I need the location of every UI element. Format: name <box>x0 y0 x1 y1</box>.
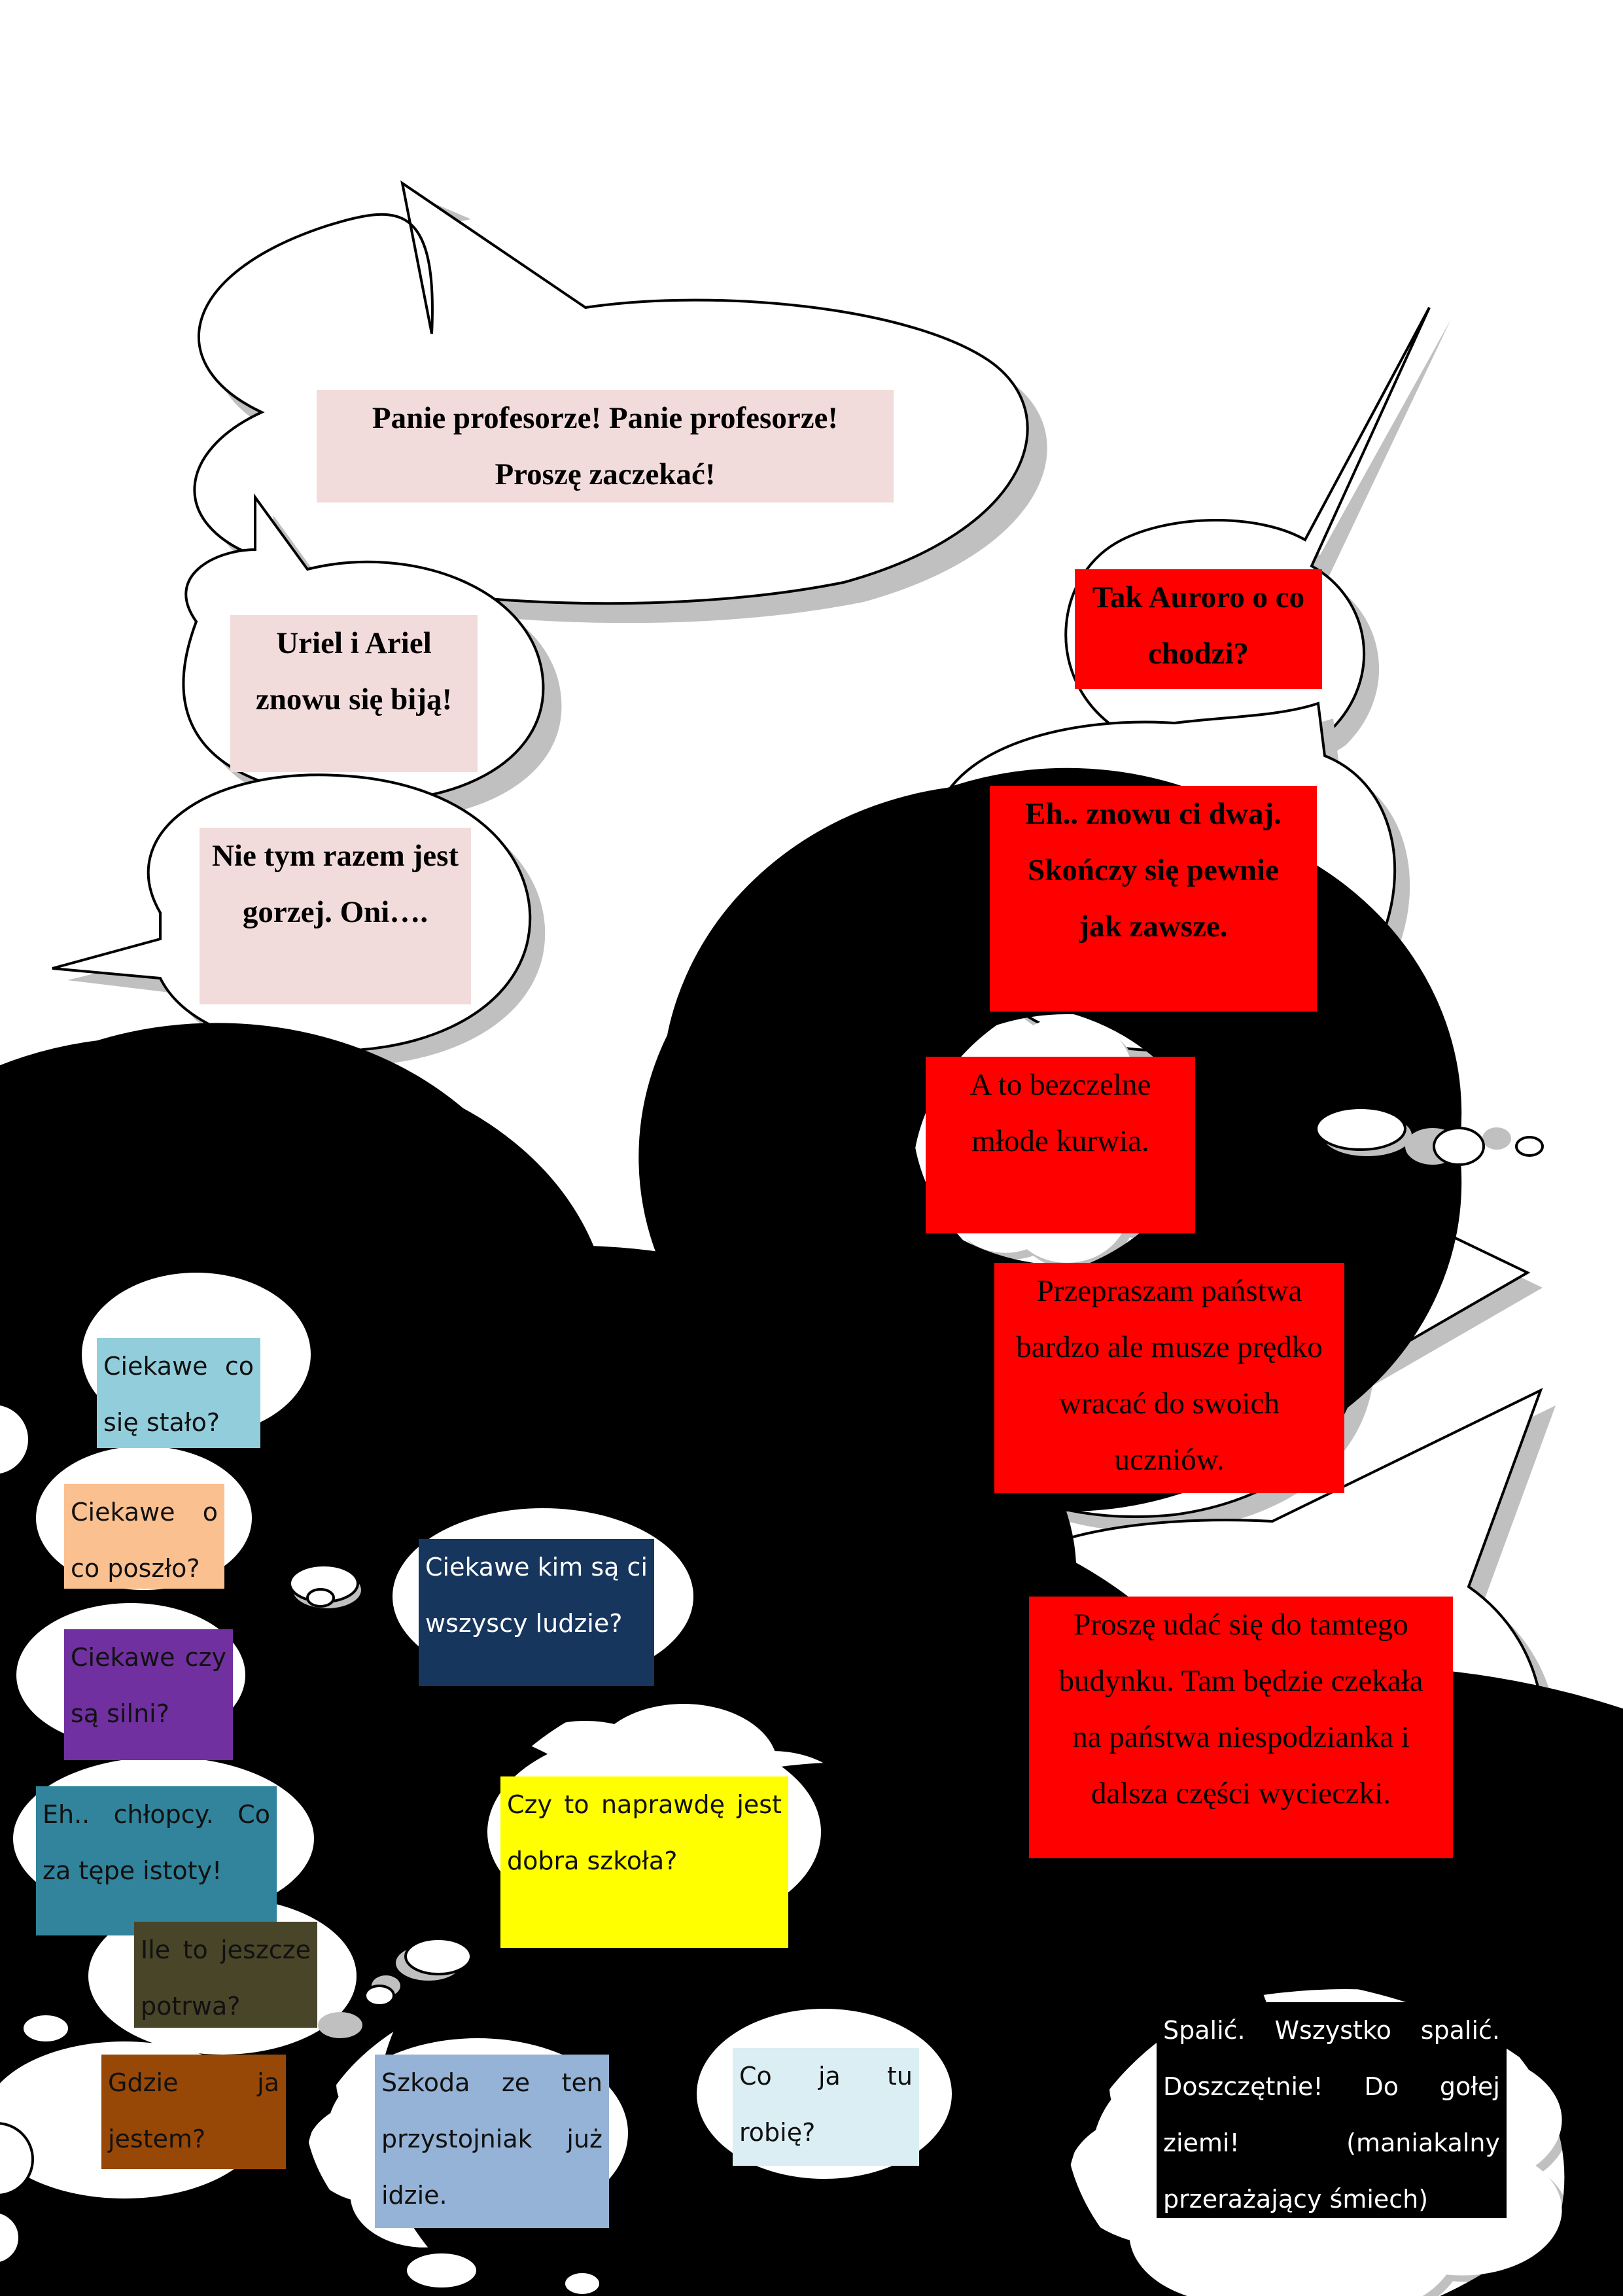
thought-line: co poszło? <box>71 1554 200 1583</box>
speech-text-bezczelne: A to bezczelne młode kurwia. <box>926 1057 1195 1233</box>
speech-line: Proszę zaczekać! <box>495 457 716 491</box>
speech-text-uriel-ariel: Uriel i Ariel znowu się biją! <box>230 615 478 772</box>
speech-line: Proszę udać się do tamtego <box>1073 1608 1408 1642</box>
thought-line: Doszczętnie! Do gołej <box>1163 2072 1500 2101</box>
speech-text-nie-tym-razem: Nie tym razem jest gorzej. Oni…. <box>200 828 471 1004</box>
thought-line: się stało? <box>103 1408 220 1437</box>
speech-line: Nie tym razem jest <box>211 839 459 873</box>
thought-text-ciekawe-kim: Ciekawe kim są ci wszyscy ludzie? <box>419 1539 654 1686</box>
speech-line: Tak Auroro o co <box>1092 580 1305 614</box>
thought-text-ile-to-jeszcze: Ile to jeszcze potrwa? <box>134 1922 317 2028</box>
thought-line: Szkoda ze ten <box>381 2068 602 2097</box>
speech-line: budynku. Tam będzie czekała <box>1058 1664 1423 1698</box>
speech-line: A to bezczelne <box>969 1068 1151 1102</box>
thought-line: Czy to naprawdę jest <box>507 1790 782 1819</box>
thought-line: Spalić. Wszystko spalić. <box>1163 2016 1500 2045</box>
speech-line: wracać do swoich <box>1059 1386 1280 1421</box>
thought-text-eh-chlopcy: Eh.. chłopcy. Co za tępe istoty! <box>36 1786 277 1935</box>
thought-line: Ciekawe czy <box>71 1643 226 1672</box>
thought-line: przystojniak już <box>381 2125 602 2153</box>
speech-line: jak zawsze. <box>1079 910 1228 944</box>
thought-line: Ciekawe o <box>71 1498 218 1527</box>
thought-text-spalic: Spalić. Wszystko spalić. Doszczętnie! Do… <box>1157 2002 1507 2218</box>
speech-line: Uriel i Ariel <box>276 626 432 660</box>
thought-line: idzie. <box>381 2181 447 2210</box>
speech-line: uczniów. <box>1114 1443 1225 1477</box>
thought-line: za tępe istoty! <box>43 1856 222 1885</box>
thought-line: robię? <box>739 2118 816 2147</box>
speech-line: bardzo ale musze prędko <box>1016 1330 1323 1364</box>
thought-text-co-ja-tu: Co ja tu robię? <box>733 2048 919 2166</box>
speech-line: gorzej. Oni…. <box>242 895 428 929</box>
speech-line: dalsza części wycieczki. <box>1091 1776 1391 1810</box>
thought-text-ciekawe-o-co-poszlo: Ciekawe o co poszło? <box>64 1484 224 1589</box>
thought-line: przerażający śmiech) <box>1163 2185 1429 2214</box>
thought-text-szkoda: Szkoda ze ten przystojniak już idzie. <box>375 2055 609 2228</box>
thought-line: Eh.. chłopcy. Co <box>43 1800 270 1829</box>
thought-line: Co ja tu <box>739 2062 913 2091</box>
thought-line: dobra szkoła? <box>507 1846 678 1875</box>
thought-text-czy-to-naprawde: Czy to naprawdę jest dobra szkoła? <box>500 1776 788 1948</box>
thought-line: Gdzie ja <box>108 2068 279 2097</box>
thought-text-ciekawe-co-sie-stalo: Ciekawe co się stało? <box>97 1338 260 1448</box>
speech-text-prosze-udac: Proszę udać się do tamtego budynku. Tam … <box>1029 1597 1453 1858</box>
speech-line: znowu się biją! <box>255 682 453 716</box>
thought-line: jestem? <box>108 2125 206 2153</box>
speech-line: Panie profesorze! Panie profesorze! <box>372 401 839 435</box>
speech-text-eh-znowu: Eh.. znowu ci dwaj. Skończy się pewnie j… <box>990 786 1317 1012</box>
speech-bubble-4 <box>1064 307 1451 773</box>
edge-cloud <box>0 1402 31 1477</box>
speech-line: Eh.. znowu ci dwaj. <box>1025 797 1282 831</box>
speech-text-tak-auroro: Tak Auroro o co chodzi? <box>1075 569 1322 689</box>
speech-line: na państwa niespodzianka i <box>1072 1720 1410 1754</box>
thought-text-gdzie-ja-jestem: Gdzie ja jestem? <box>101 2055 286 2169</box>
thought-line: Ciekawe kim są ci <box>425 1553 648 1581</box>
thought-line: Ciekawe co <box>103 1352 254 1381</box>
thought-text-ciekawe-czy-silni: Ciekawe czy są silni? <box>64 1629 233 1760</box>
speech-text-panie-profesorze: Panie profesorze! Panie profesorze! Pros… <box>317 390 894 503</box>
speech-line: chodzi? <box>1147 637 1249 671</box>
thought-line: są silni? <box>71 1699 169 1728</box>
speech-line: młode kurwia. <box>971 1124 1149 1158</box>
thought-line: ziemi! (maniakalny <box>1163 2128 1500 2157</box>
thought-line: potrwa? <box>141 1992 241 2021</box>
speech-line: Skończy się pewnie <box>1028 853 1279 887</box>
thought-line: wszyscy ludzie? <box>425 1609 623 1638</box>
thought-trail-bubble <box>1315 1106 1406 1151</box>
speech-text-przepraszam: Przepraszam państwa bardzo ale musze prę… <box>994 1263 1344 1493</box>
speech-line: Przepraszam państwa <box>1036 1274 1302 1308</box>
thought-line: Ile to jeszcze <box>141 1935 311 1964</box>
